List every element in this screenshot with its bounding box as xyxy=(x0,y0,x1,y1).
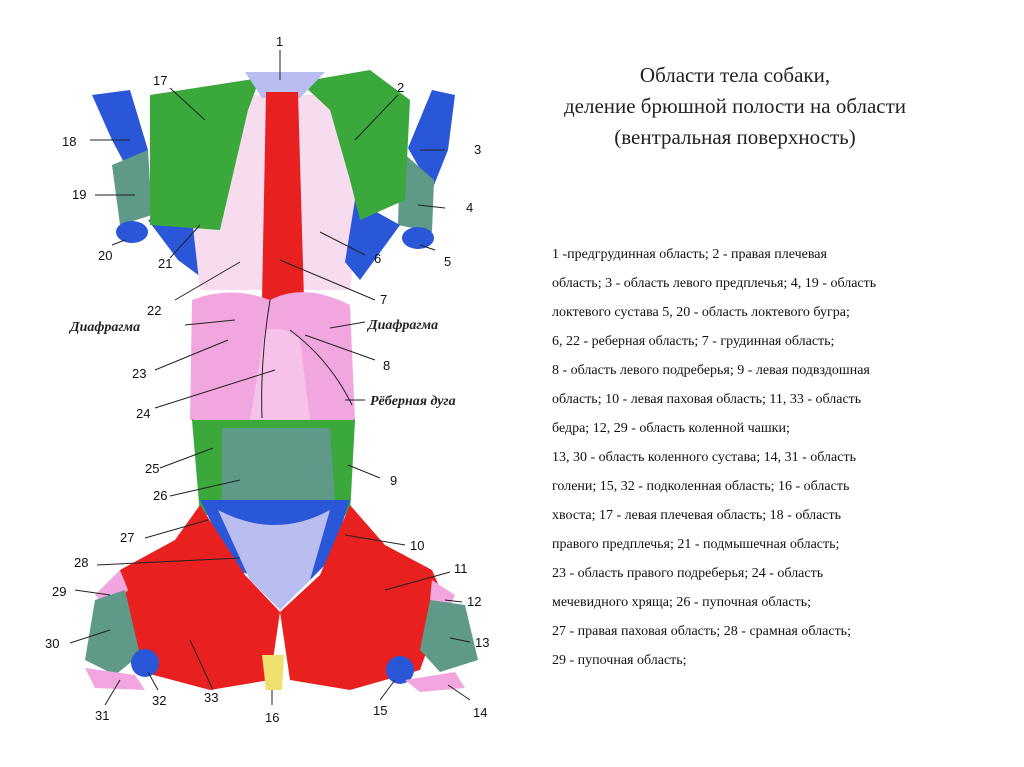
legend-line: 27 - правая паховая область; 28 - срамна… xyxy=(552,617,992,646)
num-8: 8 xyxy=(383,358,390,373)
title-line-1: Области тела собаки, xyxy=(500,60,970,91)
region-20-right-olecranon xyxy=(116,221,148,243)
legend-line: 1 -предгрудинная область; 2 - правая пле… xyxy=(552,240,992,269)
region-13-right-stifle xyxy=(420,600,478,672)
num-7: 7 xyxy=(380,292,387,307)
legend-line: хвоста; 17 - левая плечевая область; 18 … xyxy=(552,501,992,530)
num-5: 5 xyxy=(444,254,451,269)
legend-line: 13, 30 - область коленного сустава; 14, … xyxy=(552,443,992,472)
num-20: 20 xyxy=(98,248,112,263)
num-1: 1 xyxy=(276,34,283,49)
title-line-3: (вентральная поверхность) xyxy=(500,122,970,153)
num-21: 21 xyxy=(158,256,172,271)
num-30: 30 xyxy=(45,636,59,651)
num-18: 18 xyxy=(62,134,76,149)
num-10: 10 xyxy=(410,538,424,553)
legend-line: бедра; 12, 29 - область коленной чашки; xyxy=(552,414,992,443)
num-25: 25 xyxy=(145,461,159,476)
region-16-tail xyxy=(262,655,284,690)
title-line-2: деление брюшной полости на области xyxy=(500,91,970,122)
label-costal-arch: Рёберная дуга xyxy=(370,394,456,409)
num-3: 3 xyxy=(474,142,481,157)
num-26: 26 xyxy=(153,488,167,503)
dog-body-regions-diagram: 1 2 3 4 5 6 7 8 9 10 11 12 13 14 15 16 1… xyxy=(0,0,520,767)
page-title: Области тела собаки, деление брюшной пол… xyxy=(500,60,970,153)
region-32-left-popliteal xyxy=(131,649,159,677)
legend-line: область; 3 - область левого предплечья; … xyxy=(552,269,992,298)
legend-line: 6, 22 - реберная область; 7 - грудинная … xyxy=(552,327,992,356)
legend-line: мечевидного хряща; 26 - пупочная область… xyxy=(552,588,992,617)
num-28: 28 xyxy=(74,555,88,570)
region-14-right-crus xyxy=(405,672,465,692)
label-diaphragm-left: Диафрагма xyxy=(68,320,140,335)
legend-line: 23 - область правого подреберья; 24 - об… xyxy=(552,559,992,588)
num-14: 14 xyxy=(473,705,487,720)
num-29: 29 xyxy=(52,584,66,599)
legend-line: 8 - область левого подреберья; 9 - левая… xyxy=(552,356,992,385)
legend-line: локтевого сустава 5, 20 - область локтев… xyxy=(552,298,992,327)
num-31: 31 xyxy=(95,708,109,723)
legend-line: 29 - пупочная область; xyxy=(552,646,992,675)
region-26-umbilical xyxy=(222,428,335,505)
num-4: 4 xyxy=(466,200,473,215)
legend-line: правого предплечья; 21 - подмышечная обл… xyxy=(552,530,992,559)
num-24: 24 xyxy=(136,406,150,421)
num-16: 16 xyxy=(265,710,279,725)
num-33: 33 xyxy=(204,690,218,705)
num-32: 32 xyxy=(152,693,166,708)
num-17: 17 xyxy=(153,73,167,88)
num-2: 2 xyxy=(397,80,404,95)
label-diaphragm-right: Диафрагма xyxy=(366,318,438,333)
num-9: 9 xyxy=(390,473,397,488)
legend-line: голени; 15, 32 - подколенная область; 16… xyxy=(552,472,992,501)
num-11: 11 xyxy=(454,561,468,576)
region-5-left-olecranon xyxy=(402,227,434,249)
num-22: 22 xyxy=(147,303,161,318)
num-19: 19 xyxy=(72,187,86,202)
num-6: 6 xyxy=(374,251,381,266)
region-19-right-elbow xyxy=(112,150,152,225)
num-12: 12 xyxy=(467,594,481,609)
num-23: 23 xyxy=(132,366,146,381)
num-27: 27 xyxy=(120,530,134,545)
num-15: 15 xyxy=(373,703,387,718)
legend-text: 1 -предгрудинная область; 2 - правая пле… xyxy=(552,240,992,675)
legend-line: область; 10 - левая паховая область; 11,… xyxy=(552,385,992,414)
num-13: 13 xyxy=(475,635,489,650)
